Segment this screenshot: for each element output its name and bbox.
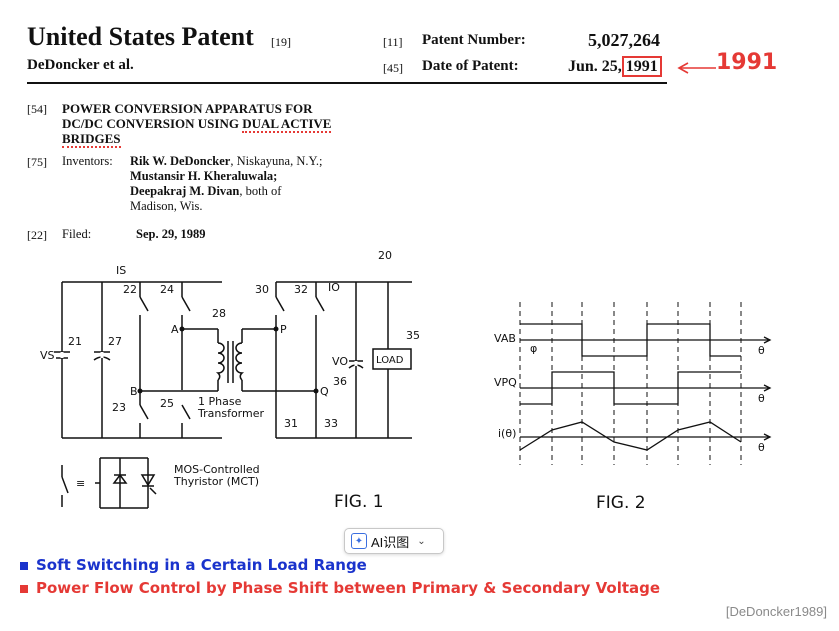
bullet-text-2: Power Flow Control by Phase Shift betwee… [36, 579, 661, 597]
chevron-down-icon[interactable]: ⌄ [417, 535, 426, 547]
transformer-label-1: 1 Phase [198, 395, 242, 408]
node-b: B [130, 385, 138, 398]
fig1-caption: FIG. 1 [334, 492, 384, 512]
bullet-item-1: Soft Switching in a Certain Load Range [20, 556, 367, 574]
patent-number-label: Patent Number: [422, 32, 526, 48]
inventors-list: Rik W. DeDoncker, Niskayuna, N.Y.; Musta… [130, 154, 323, 213]
label-24: 24 [160, 283, 174, 296]
patent-date-value: Jun. 25,1991 [568, 56, 662, 77]
transformer-label-2: Transformer [197, 407, 264, 420]
patent-date-ref: [45] [383, 61, 403, 75]
year-callout: 1991 [716, 50, 778, 75]
label-28: 28 [212, 307, 226, 320]
label-33: 33 [324, 417, 338, 430]
filed-date: Sep. 29, 1989 [136, 227, 206, 241]
highlight-dual-active: DUAL ACTIVE [242, 116, 332, 133]
bullet-square-icon [20, 584, 28, 593]
patent-date-label: Date of Patent: [422, 58, 519, 74]
theta-3: θ [758, 441, 765, 454]
header-rule [27, 82, 667, 84]
theta-2: θ [758, 392, 765, 405]
label-i-theta: i(θ) [498, 427, 516, 440]
filed-ref: [22] [27, 228, 47, 242]
label-20: 20 [378, 249, 392, 262]
label-vo: VO [332, 355, 348, 368]
title-field-ref: [54] [27, 102, 47, 116]
label-35: 35 [406, 329, 420, 342]
highlight-bridges: BRIDGES [62, 131, 121, 148]
patent-number-value: 5,027,264 [588, 30, 660, 50]
label-25: 25 [160, 397, 174, 410]
node-p: P [280, 323, 287, 336]
ai-button-label: AI识图 [371, 534, 410, 550]
fig2-waveform-diagram: VAB VPQ i(θ) φ θ θ θ FIG. 2 [494, 302, 772, 513]
label-io: IO [328, 281, 340, 294]
label-vab: VAB [494, 332, 516, 345]
inventors-ref: [75] [27, 155, 47, 169]
label-23: 23 [112, 401, 126, 414]
node-a: A [171, 323, 179, 336]
patent-number-ref: [11] [383, 35, 403, 49]
bullet-square-icon [20, 561, 28, 570]
label-27: 27 [108, 335, 122, 348]
inventors-label: Inventors: [62, 154, 113, 168]
label-30: 30 [255, 283, 269, 296]
patent-invention-title: POWER CONVERSION APPARATUS FOR DC/DC CON… [62, 101, 332, 148]
callout-arrow-icon [677, 62, 716, 74]
node-q: Q [320, 385, 329, 398]
bullet-item-2: Power Flow Control by Phase Shift betwee… [20, 579, 660, 597]
fig2-caption: FIG. 2 [596, 493, 646, 513]
bullet-text-1: Soft Switching in a Certain Load Range [36, 556, 367, 574]
label-36: 36 [333, 375, 347, 388]
label-32: 32 [294, 283, 308, 296]
fig1-circuit-diagram: IS IO 20 21 22 23 24 25 27 28 30 31 32 3… [40, 249, 420, 512]
title-ref: [19] [271, 35, 291, 49]
load-box-label: LOAD [376, 355, 404, 366]
label-31: 31 [284, 417, 298, 430]
patent-office-title: United States Patent [27, 22, 254, 51]
label-21: 21 [68, 335, 82, 348]
theta-1: θ [758, 344, 765, 357]
year-highlight-box: 1991 [621, 56, 662, 77]
citation-label: [DeDoncker1989] [725, 604, 827, 619]
equivalent-sign: ≡ [76, 477, 85, 490]
label-vs: VS [40, 349, 55, 362]
sparkle-icon: ✦ [351, 533, 367, 549]
patent-authors: DeDoncker et al. [27, 57, 134, 73]
ai-image-recognition-button[interactable]: ✦ AI识图 ⌄ [344, 528, 444, 554]
mct-label-2: Thyristor (MCT) [173, 475, 259, 488]
filed-label: Filed: [62, 227, 92, 241]
label-is: IS [116, 264, 126, 277]
label-vpq: VPQ [494, 376, 517, 389]
label-phi: φ [530, 342, 537, 355]
mct-label-1: MOS-Controlled [174, 463, 260, 476]
label-22: 22 [123, 283, 137, 296]
